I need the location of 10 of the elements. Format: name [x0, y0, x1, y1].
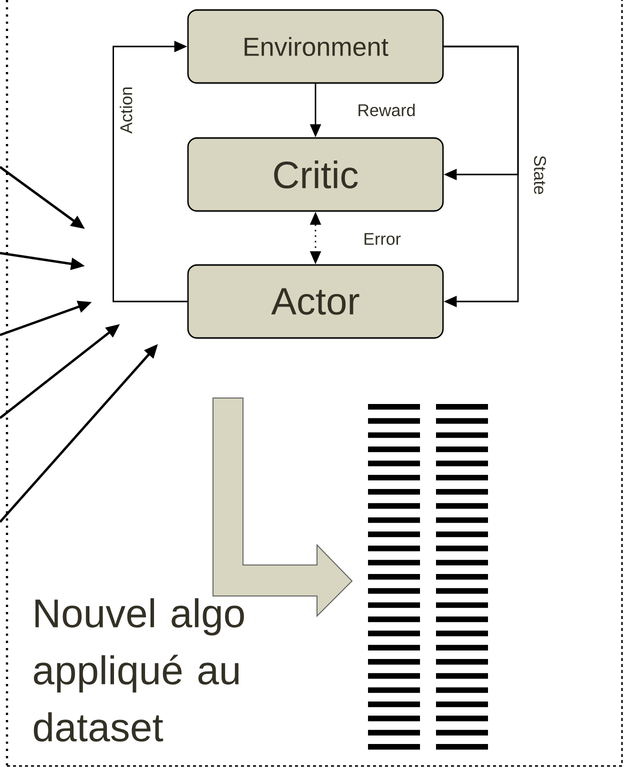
arrow — [444, 46, 519, 308]
caption-text: Nouvel algo appliqué au dataset — [34, 598, 244, 742]
process-box: Critic — [187, 137, 444, 212]
edge-label: Reward — [356, 102, 417, 118]
edge-label: Action — [118, 85, 134, 135]
edge-label: Error — [362, 232, 402, 246]
edge-label: State — [532, 154, 548, 196]
process-box: Environment — [187, 9, 444, 84]
process-box: Actor — [187, 264, 444, 339]
arrow — [112, 40, 188, 302]
